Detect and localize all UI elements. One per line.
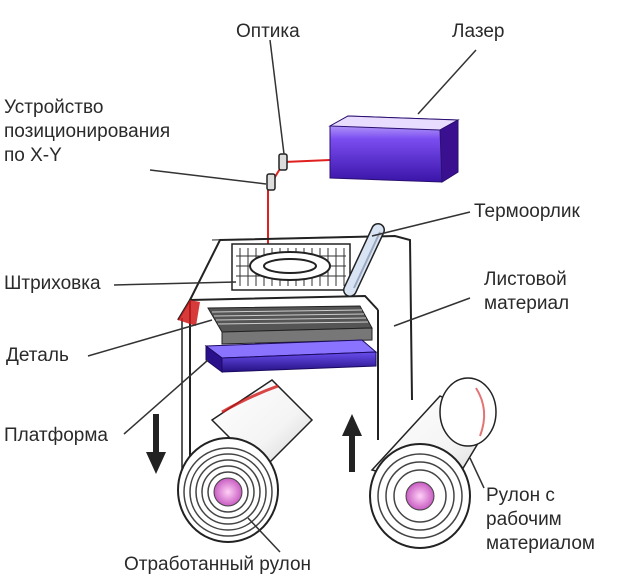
label-laser: Лазер <box>452 21 505 42</box>
arrow-up-icon <box>342 414 362 472</box>
label-waste-roll: Отработанный рулон <box>124 554 312 575</box>
leader-lines <box>87 39 485 553</box>
label-optics: Оптика <box>236 21 300 42</box>
label-positioner: Устройство позиционирования по X-Y <box>4 97 171 166</box>
label-part: Деталь <box>6 345 69 366</box>
part-stack <box>207 305 373 345</box>
sheet-frame <box>177 234 413 470</box>
label-platform: Платформа <box>4 425 108 446</box>
label-supply-roll: Рулон с рабочим материалом <box>486 485 595 554</box>
thermo-roller <box>343 223 385 297</box>
supply-roll <box>369 377 497 549</box>
hatching-pattern <box>231 243 351 291</box>
laser-unit <box>328 115 460 183</box>
arrow-down-icon <box>146 414 166 474</box>
label-sheet-material: Листовой материал <box>484 269 570 314</box>
platform <box>204 339 378 373</box>
waste-roll <box>177 379 314 543</box>
label-thermo-roller: Термоорлик <box>474 201 580 222</box>
optics-mirrors <box>266 153 288 191</box>
label-hatching: Штриховка <box>4 273 101 294</box>
